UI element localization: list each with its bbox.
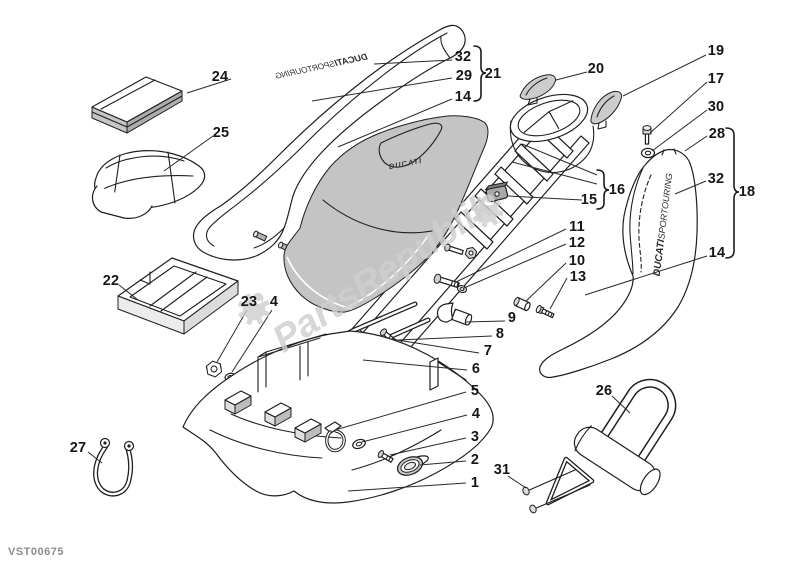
bolt-11 [433, 273, 460, 289]
cushion-block [224, 390, 252, 415]
seat: DUCATI [283, 115, 489, 313]
cover-screw [252, 230, 268, 242]
screw-17 [642, 125, 652, 145]
seat-cover-right: DUCATISPORTOURING [539, 148, 698, 379]
grab-handle-front [519, 74, 556, 106]
storage-tray [117, 257, 239, 335]
latch-striker-5 [324, 421, 346, 453]
bottom-tray-panel [182, 330, 494, 504]
washer-30 [640, 147, 656, 159]
manual-book [91, 76, 183, 134]
cushion-block [294, 418, 322, 443]
svg-text:DUCATISPORTOURING: DUCATISPORTOURING [274, 51, 369, 80]
brand-print-mirrored: DUCATISPORTOURING [274, 51, 369, 80]
nut-upper [464, 246, 478, 260]
callout-brackets [473, 45, 740, 259]
ducati-logo-text: DUCATI [652, 239, 667, 277]
spacer-10 [513, 297, 531, 312]
tail-cowl [509, 93, 595, 173]
nut-23 [205, 360, 223, 378]
drawing-code: VST00675 [8, 546, 64, 558]
u-lock [573, 378, 677, 496]
cushion-block [264, 402, 292, 427]
hook-tool [522, 456, 595, 514]
gear-icon [470, 194, 504, 228]
ducati-logo-text: DUCATI [333, 51, 368, 68]
washer-12 [456, 284, 468, 294]
screw-13 [535, 304, 555, 319]
grab-handle-rear [590, 90, 622, 130]
bolt-upper [444, 243, 464, 255]
tool-pouch [91, 150, 206, 219]
screw-3 [377, 450, 394, 463]
cable-loop [93, 437, 135, 497]
gear-icon [237, 292, 271, 326]
leader-lines [87, 54, 708, 492]
rubber-grommet-2 [396, 456, 424, 476]
sportouring-text: SPORTOURING [274, 59, 336, 81]
